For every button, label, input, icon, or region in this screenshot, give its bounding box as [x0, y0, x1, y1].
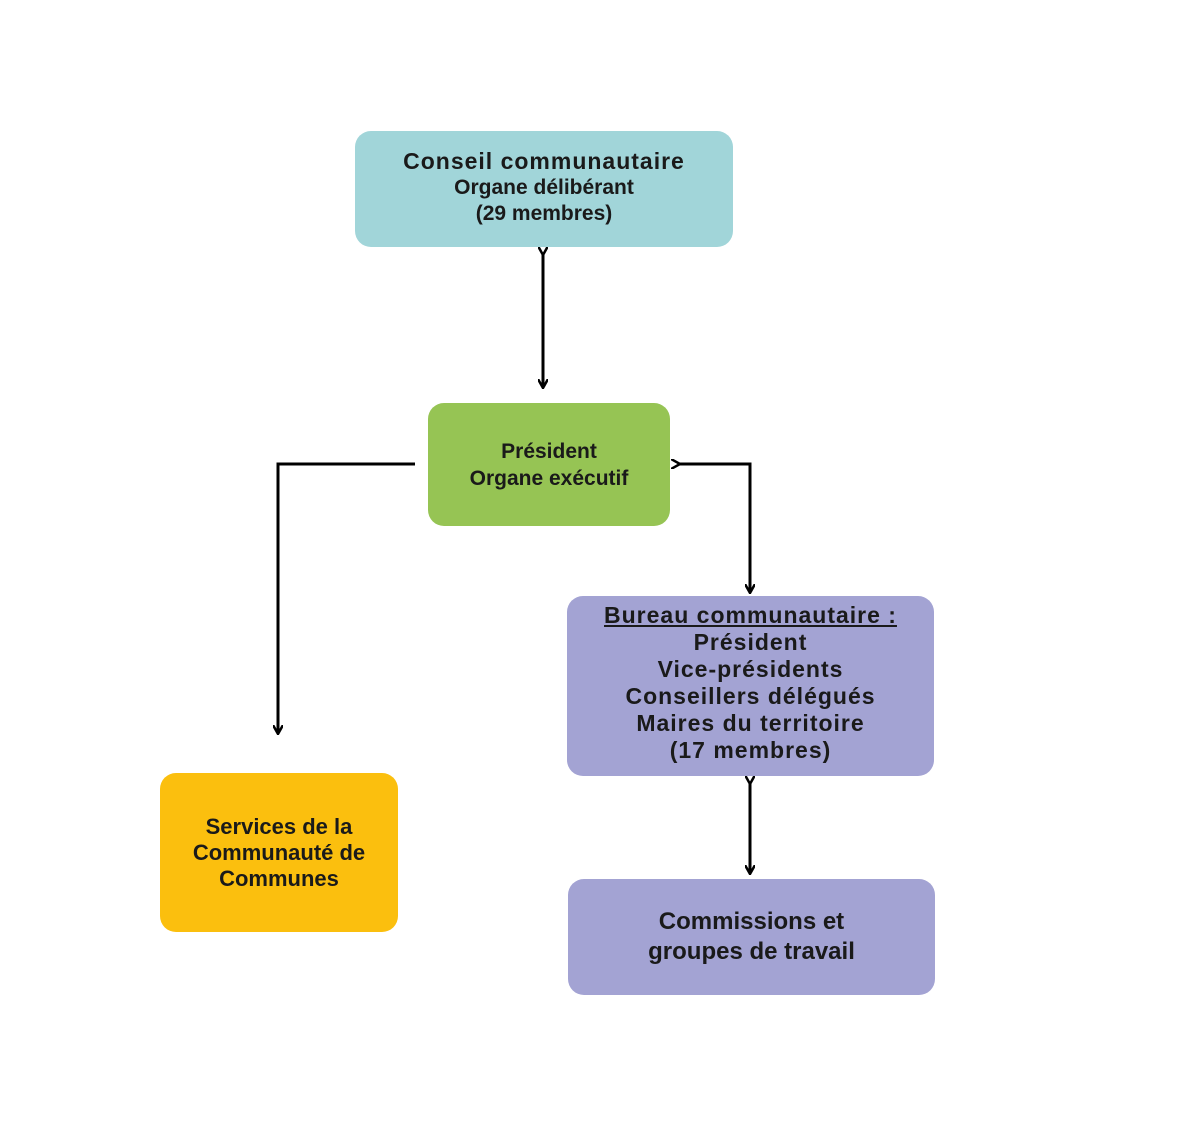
conseil-members: (29 membres)	[475, 202, 613, 225]
bureau-members: (17 membres)	[669, 737, 832, 763]
services-line-2: Communauté de	[192, 839, 366, 865]
commissions-box: Commissions et groupes de travail	[568, 879, 935, 995]
bureau-line-president: Président	[693, 629, 808, 655]
conseil-role: Organe délibérant	[454, 176, 634, 199]
commissions-line-1: Commissions et	[658, 908, 845, 935]
bureau-line-vice-presidents: Vice-présidents	[657, 656, 844, 682]
commissions-line-2: groupes de travail	[648, 938, 855, 965]
bureau-line-maires: Maires du territoire	[636, 710, 865, 736]
conseil-title: Conseil communautaire	[403, 148, 685, 174]
arrow-president-bureau	[679, 464, 750, 592]
conseil-communautaire-box: Conseil communautaire Organe délibérant …	[355, 131, 733, 247]
bureau-line-conseillers: Conseillers délégués	[625, 683, 876, 709]
services-box: Services de la Communauté de Communes	[160, 773, 398, 932]
bureau-title: Bureau communautaire :	[604, 602, 897, 628]
services-line-3: Communes	[219, 865, 339, 891]
president-title: Président	[501, 439, 597, 463]
president-box: Président Organe exécutif	[428, 403, 670, 526]
bureau-communautaire-box: Bureau communautaire : Président Vice-pr…	[567, 596, 934, 776]
president-role: Organe exécutif	[469, 466, 629, 490]
arrow-president-services	[278, 462, 415, 733]
services-line-1: Services de la	[205, 813, 353, 839]
